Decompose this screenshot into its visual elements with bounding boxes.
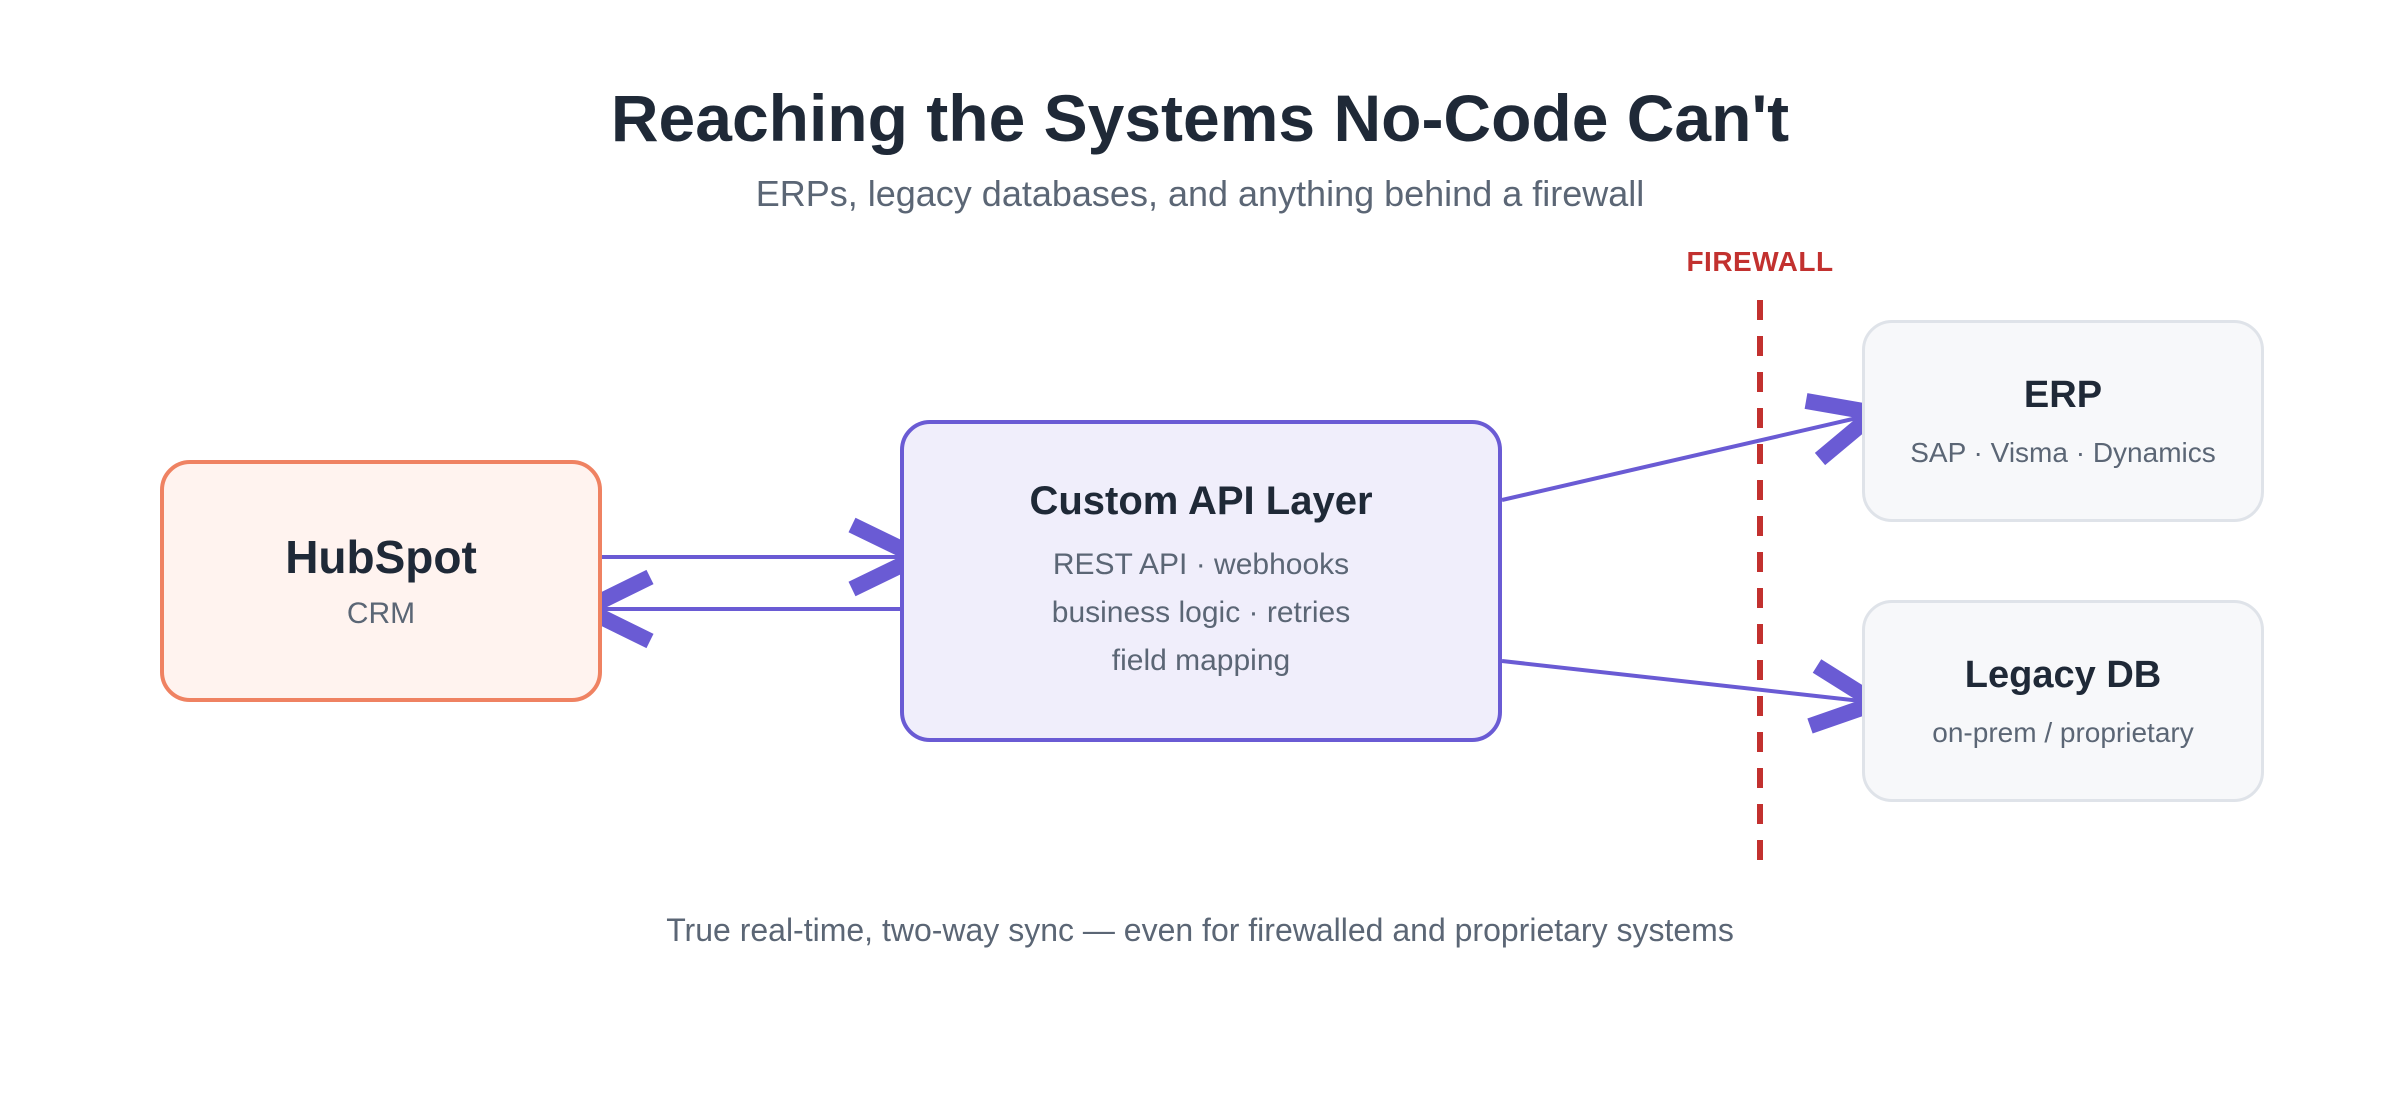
firewall-label: FIREWALL — [1686, 246, 1834, 277]
legacy-db-subtitle: on-prem / proprietary — [1932, 717, 2194, 748]
legacy-db-node: Legacy DB on-prem / proprietary — [1862, 600, 2264, 802]
hubspot-title: HubSpot — [285, 531, 477, 583]
api-layer-node: Custom API Layer REST API · webhooks bus… — [900, 420, 1502, 742]
hubspot-node: HubSpot CRM — [160, 460, 602, 702]
erp-node: ERP SAP · Visma · Dynamics — [1862, 320, 2264, 522]
erp-subtitle: SAP · Visma · Dynamics — [1910, 437, 2216, 468]
api-layer-title: Custom API Layer — [1029, 479, 1373, 523]
api-layer-line: business logic · retries — [1051, 596, 1351, 629]
footer-caption: True real-time, two-way sync — even for … — [666, 912, 1734, 948]
arrow-api-to-erp — [1501, 413, 1871, 502]
erp-title: ERP — [2023, 374, 2103, 416]
api-layer-line: REST API · webhooks — [1052, 548, 1350, 581]
api-layer-line: field mapping — [1111, 644, 1291, 677]
legacy-db-title: Legacy DB — [1964, 654, 2162, 696]
diagram-subtitle: ERPs, legacy databases, and anything beh… — [755, 173, 1645, 214]
diagram-title: Reaching the Systems No-Code Can't — [610, 81, 1790, 155]
arrow-api-to-legacy-db — [1501, 659, 1871, 704]
hubspot-subtitle: CRM — [346, 597, 416, 630]
